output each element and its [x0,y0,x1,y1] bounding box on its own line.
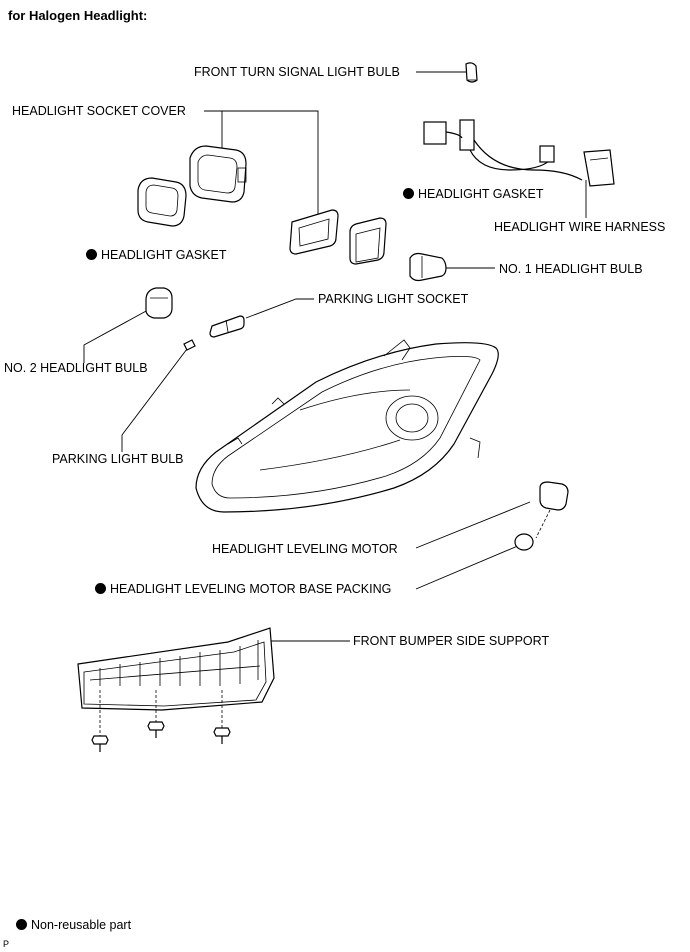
non-reusable-bullet-icon [16,919,27,930]
small-socket-cover-drawing [289,209,339,255]
label-no1-headlight-bulb: NO. 1 HEADLIGHT BULB [499,262,643,276]
label-parking-light-bulb: PARKING LIGHT BULB [52,452,184,466]
left-headlight-gasket-drawing [137,177,187,227]
label-parking-light-socket: PARKING LIGHT SOCKET [318,292,469,306]
leveling-motor-drawing [535,481,569,539]
headlight-socket-cover-drawing [189,145,247,203]
no1-headlight-bulb-drawing [409,252,447,282]
front-turn-signal-bulb-drawing [465,62,478,83]
label-headlight-leveling-motor: HEADLIGHT LEVELING MOTOR [212,542,398,556]
diagram-title: for Halogen Headlight: [8,8,148,23]
screws-drawing [91,721,231,752]
document-id: P [3,939,10,949]
label-headlight-gasket-left: HEADLIGHT GASKET [86,248,227,262]
legend-text: Non-reusable part [31,918,132,932]
non-reusable-bullet-icon [86,249,97,260]
parking-light-socket-drawing [209,315,245,338]
label-front-bumper-side-support: FRONT BUMPER SIDE SUPPORT [353,634,550,648]
headlight-assembly-drawing [195,339,499,513]
non-reusable-bullet-icon [403,188,414,199]
non-reusable-bullet-icon [95,583,106,594]
label-headlight-wire-harness: HEADLIGHT WIRE HARNESS [494,220,666,234]
legend: Non-reusable part [16,918,131,932]
label-front-turn-signal-light-bulb: FRONT TURN SIGNAL LIGHT BULB [194,65,400,79]
no2-headlight-bulb-drawing [145,287,173,319]
base-packing-drawing [514,533,534,551]
right-headlight-gasket-drawing [349,217,387,265]
label-headlight-leveling-motor-base-packing: HEADLIGHT LEVELING MOTOR BASE PACKING [95,582,391,596]
headlight-wire-harness-drawing [423,119,615,187]
front-bumper-side-support-drawing [77,627,275,736]
label-no2-headlight-bulb: NO. 2 HEADLIGHT BULB [4,361,148,375]
label-headlight-socket-cover: HEADLIGHT SOCKET COVER [12,104,186,118]
label-headlight-gasket-right: HEADLIGHT GASKET [403,187,544,201]
parking-light-bulb-drawing [183,339,196,351]
leader-lines [83,71,587,642]
